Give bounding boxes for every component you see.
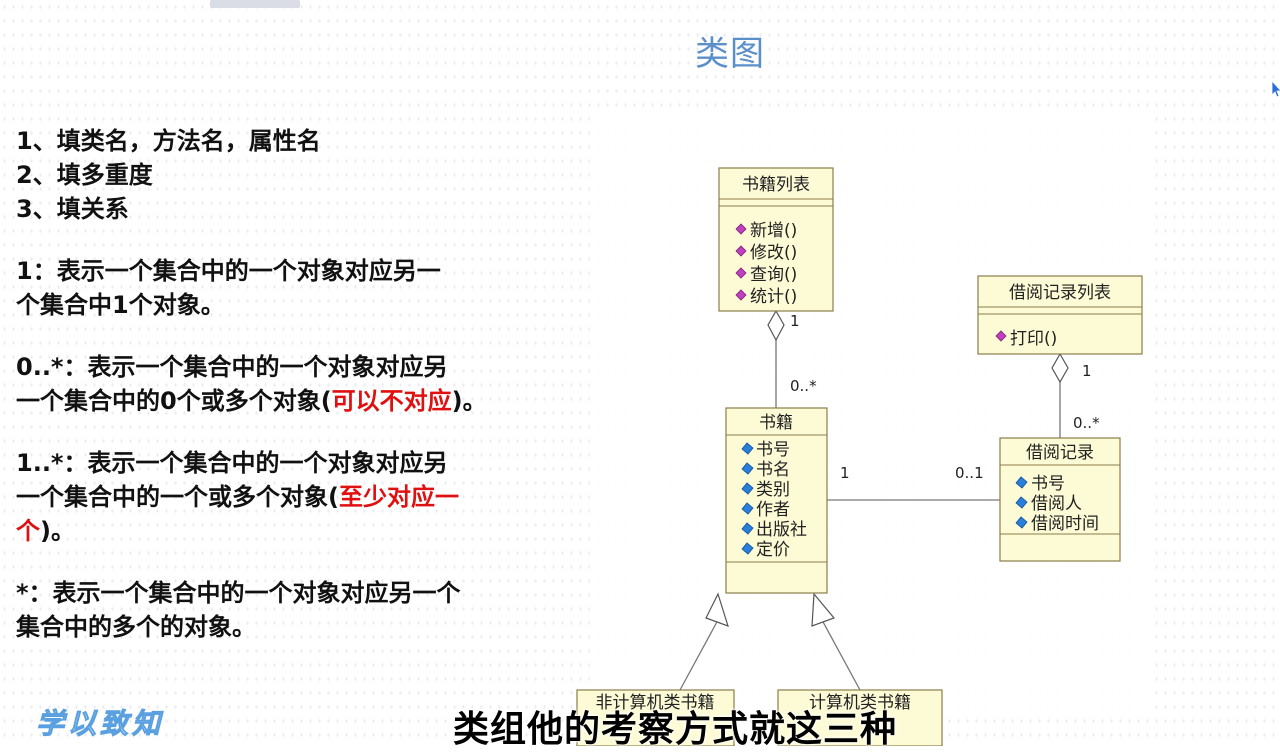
notes-panel: 1、填类名，方法名，属性名 2、填多重度 3、填关系 1：表示一个集合中的一个对…	[16, 124, 576, 644]
gen-computer-book	[821, 619, 861, 691]
method: 查询()	[750, 265, 797, 285]
method: 修改()	[750, 243, 797, 263]
mult-booklist: 1	[790, 312, 800, 330]
mult-book-assoc: 1	[840, 464, 850, 482]
attribute: 定价	[756, 540, 790, 560]
class-title: 借阅记录列表	[1009, 283, 1111, 303]
class-computer-book: 计算机类书籍	[777, 689, 943, 746]
note-step-3: 3、填关系	[16, 195, 129, 223]
note-one-many-line1: 1..*：表示一个集合中的一个对象对应另	[16, 449, 448, 477]
note-zero-many-line1: 0..*：表示一个集合中的一个对象对应另	[16, 353, 448, 381]
mult-borrowlist: 1	[1082, 362, 1092, 380]
attribute: 出版社	[756, 520, 807, 540]
class-title: 借阅记录	[1026, 443, 1094, 463]
watermark-bar	[210, 0, 300, 8]
class-noncomputer-book: 非计算机类书籍	[576, 689, 735, 746]
note-zero-many-line2: 一个集合中的0个或多个对象(可以不对应)。	[16, 387, 487, 415]
gen-noncomputer-book	[679, 619, 719, 691]
class-title: 非计算机类书籍	[596, 693, 715, 713]
gen-arrow-right	[811, 592, 836, 627]
gen-arrow-left	[705, 592, 729, 627]
attribute: 借阅人	[1031, 494, 1082, 514]
agg-diamond-borrowlist	[1051, 352, 1069, 384]
note-one-many-line3: 个)。	[16, 517, 75, 545]
class-title: 计算机类书籍	[809, 693, 911, 713]
class-borrow-record: 借阅记录 书号 借阅人 借阅时间	[999, 437, 1121, 562]
slide-title: 类图	[695, 34, 765, 74]
note-highlight-optional: 可以不对应	[331, 387, 452, 415]
note-one-line2: 个集合中1个对象。	[16, 291, 225, 319]
class-book: 书籍 书号 书名 类别 作者 出版社 定价	[725, 407, 828, 594]
attribute: 借阅时间	[1031, 514, 1099, 534]
note-one-line1: 1：表示一个集合中的一个对象对应另一	[16, 257, 441, 285]
video-subtitle: 类组他的考察方式就这三种	[452, 709, 897, 750]
note-many-line2: 集合中的多个的对象。	[16, 613, 256, 641]
mouse-cursor-icon	[1271, 80, 1280, 98]
agg-diamond-booklist	[767, 309, 785, 342]
mult-book-top: 0..*	[790, 377, 817, 395]
note-step-1: 1、填类名，方法名，属性名	[16, 127, 321, 155]
attribute: 作者	[756, 500, 790, 520]
class-title: 书籍	[759, 413, 793, 433]
attribute: 书号	[1031, 474, 1065, 494]
diagram-panel	[590, 110, 1150, 710]
attribute: 书名	[756, 460, 790, 480]
note-step-2: 2、填多重度	[16, 161, 153, 189]
method: 打印()	[1010, 329, 1057, 349]
note-highlight-atleast-cont: 个	[16, 517, 40, 545]
note-one-many-line2: 一个集合中的一个或多个对象(至少对应一	[16, 483, 459, 511]
class-title: 书籍列表	[742, 175, 810, 195]
note-many-line1: *：表示一个集合中的一个对象对应另一个	[16, 579, 461, 607]
mult-borrow-top: 0..*	[1073, 414, 1100, 432]
mult-borrow-assoc: 0..1	[955, 464, 984, 482]
channel-logo: 学以致知	[35, 707, 165, 741]
attribute: 类别	[756, 480, 790, 500]
note-highlight-atleast: 至少对应一	[338, 483, 459, 511]
attribute: 书号	[756, 440, 790, 460]
class-borrow-list: 借阅记录列表 打印()	[977, 275, 1143, 355]
class-book-list: 书籍列表 新增() 修改() 查询() 统计()	[718, 167, 834, 312]
method: 统计()	[750, 287, 797, 307]
method: 新增()	[750, 221, 797, 241]
